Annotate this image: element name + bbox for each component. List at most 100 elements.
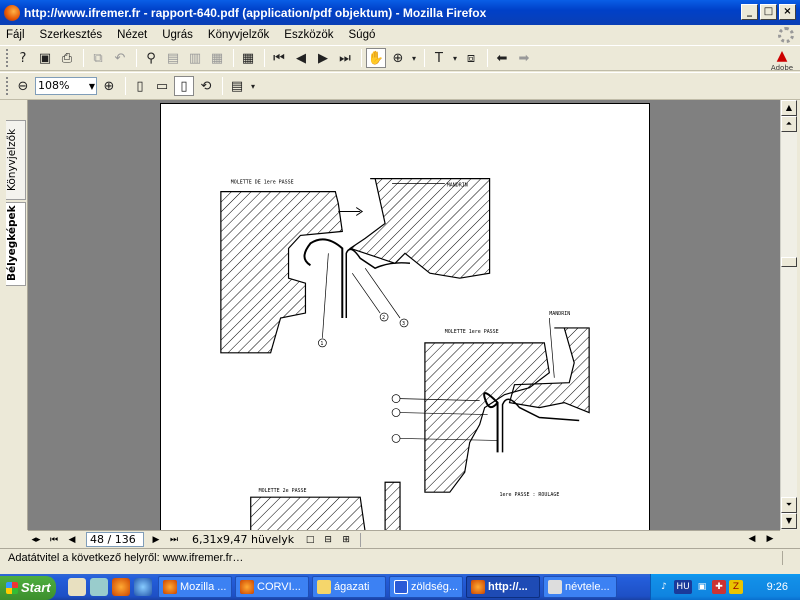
toolbar-grip[interactable] bbox=[6, 77, 9, 95]
volume-icon[interactable]: ♪ bbox=[661, 582, 667, 592]
scroll-page-down-icon[interactable]: ⏷ bbox=[781, 497, 797, 513]
taskbar-item[interactable]: névtele... bbox=[543, 576, 617, 598]
back-icon[interactable]: ⬅ bbox=[496, 50, 508, 66]
horizontal-scroll[interactable]: ◀ ▶ bbox=[744, 532, 780, 546]
zoom-in-icon[interactable]: ⊕ bbox=[103, 78, 115, 94]
network-icon[interactable] bbox=[90, 578, 108, 596]
first-page-icon[interactable]: ⏮ bbox=[273, 50, 285, 66]
vertical-scrollbar[interactable]: ▲ ⏶ ⏷ ▼ bbox=[780, 100, 797, 530]
tab-thumbnails[interactable]: Bélyegképek bbox=[6, 202, 26, 286]
hand-tool-icon[interactable]: ✋ bbox=[366, 48, 386, 68]
internet-explorer-icon[interactable] bbox=[134, 578, 152, 596]
scroll-page-up-icon[interactable]: ⏶ bbox=[781, 116, 797, 132]
zonealarm-icon[interactable]: Z bbox=[729, 580, 743, 594]
taskbar-item-label: Mozilla ... bbox=[180, 581, 227, 593]
undo-icon[interactable]: ↶ bbox=[114, 50, 126, 66]
taskbar-item[interactable]: zöldség... bbox=[389, 576, 463, 598]
scroll-down-icon[interactable]: ▼ bbox=[781, 513, 797, 529]
clock[interactable]: 9:26 bbox=[766, 581, 788, 593]
last-page-icon[interactable]: ⏭ bbox=[339, 50, 351, 66]
label-molette-1re-passe: MOLETTE DE 1ere PASSE bbox=[231, 180, 294, 186]
prev-page-icon[interactable]: ◀ bbox=[68, 534, 76, 545]
copy-icon[interactable]: ⧉ bbox=[93, 50, 103, 66]
toolbar-separator bbox=[487, 49, 488, 67]
last-page-icon[interactable]: ⏭ bbox=[169, 534, 179, 545]
show-desktop-icon[interactable] bbox=[68, 578, 86, 596]
zoom-input[interactable]: 108% ▼ bbox=[35, 77, 97, 95]
toolbar-separator bbox=[264, 49, 265, 67]
maximize-button[interactable]: □ bbox=[760, 4, 777, 20]
chevron-down-icon[interactable]: ▾ bbox=[411, 53, 416, 63]
document-viewport[interactable]: MOLETTE DE 1ere PASSE MANDRIN MANDRIN MO… bbox=[28, 100, 780, 530]
taskbar-item-label: névtele... bbox=[565, 581, 610, 593]
menu-go[interactable]: Ugrás bbox=[162, 29, 193, 41]
print-icon[interactable]: ⎙ bbox=[61, 50, 73, 66]
toolbar-grip[interactable] bbox=[6, 49, 9, 67]
facing-icon[interactable]: ⊞ bbox=[342, 534, 350, 545]
resize-grip-icon[interactable] bbox=[782, 551, 796, 565]
start-button[interactable]: Start bbox=[0, 575, 56, 600]
zoom-out-icon[interactable]: ⊖ bbox=[17, 78, 29, 94]
scrollbar-thumb[interactable] bbox=[781, 257, 797, 267]
pages-icon[interactable]: ▥ bbox=[188, 50, 202, 66]
taskbar-item[interactable]: CORVI... bbox=[235, 576, 309, 598]
prev-page-icon[interactable]: ◀ bbox=[296, 50, 306, 66]
language-indicator[interactable]: HU bbox=[674, 580, 692, 594]
continuous-icon[interactable]: ⊟ bbox=[324, 534, 332, 545]
menu-tools[interactable]: Eszközök bbox=[284, 29, 334, 41]
chevron-down-icon[interactable]: ▾ bbox=[250, 81, 255, 91]
antivirus-icon[interactable]: ✚ bbox=[712, 580, 726, 594]
taskbar-item[interactable]: ágazati bbox=[312, 576, 386, 598]
tab-bookmarks[interactable]: Könyvjelzők bbox=[6, 120, 26, 200]
menu-bookmarks[interactable]: Könyvjelzők bbox=[207, 29, 270, 41]
first-page-icon[interactable]: ⏮ bbox=[49, 534, 59, 545]
monitor-icon[interactable]: ▣ bbox=[697, 582, 707, 592]
fit-page-icon[interactable]: ▭ bbox=[155, 78, 169, 94]
page-layout-icon[interactable]: ▤ bbox=[230, 78, 244, 94]
pdf-toolbar-main: ? ▣ ⎙ ⧉ ↶ ⚲ ▤ ▥ ▦ ▦ ⏮ ◀ ▶ ⏭ ✋ ⊕ ▾ T ▾ ⧈ … bbox=[0, 45, 800, 71]
actual-size-icon[interactable]: ▯ bbox=[136, 78, 144, 94]
taskbar-item-label: CORVI... bbox=[257, 581, 301, 593]
toolbar-separator bbox=[361, 49, 362, 67]
panel-icon[interactable]: ▦ bbox=[241, 50, 255, 66]
forward-icon[interactable]: ➡ bbox=[518, 50, 530, 66]
label-molette-1re-passe-right: MOLETTE 1ere PASSE bbox=[445, 329, 499, 335]
chevron-down-icon[interactable]: ▾ bbox=[452, 53, 457, 63]
page-number-input[interactable]: 48 / 136 bbox=[86, 532, 144, 547]
scroll-left-icon[interactable]: ◀ bbox=[748, 534, 756, 544]
fit-width-icon[interactable]: ▯ bbox=[174, 76, 194, 96]
title-bar[interactable]: http://www.ifremer.fr - rapport-640.pdf … bbox=[0, 0, 800, 25]
close-button[interactable]: × bbox=[779, 4, 796, 20]
label-molette-2e-passe: MOLETTE 2e PASSE bbox=[259, 488, 307, 494]
save-icon[interactable]: ▣ bbox=[38, 50, 52, 66]
text-select-icon[interactable]: T bbox=[435, 50, 443, 66]
menu-file[interactable]: Fájl bbox=[6, 29, 25, 41]
zoom-tool-icon[interactable]: ⊕ bbox=[392, 50, 404, 66]
help-icon[interactable]: ? bbox=[19, 50, 27, 66]
firefox-icon[interactable] bbox=[112, 578, 130, 596]
minimize-button[interactable]: _ bbox=[741, 4, 758, 20]
firefox-icon bbox=[240, 580, 254, 594]
start-label: Start bbox=[21, 580, 51, 595]
split-icon[interactable]: ◂▸ bbox=[31, 534, 41, 545]
single-page-icon[interactable]: □ bbox=[305, 534, 315, 545]
next-page-icon[interactable]: ▶ bbox=[152, 534, 160, 545]
snapshot-icon[interactable]: ⧈ bbox=[466, 50, 476, 66]
label-roulage: 1ere PASSE : ROULAGE bbox=[500, 492, 560, 498]
menu-edit[interactable]: Szerkesztés bbox=[39, 29, 103, 41]
chevron-down-icon[interactable]: ▼ bbox=[88, 82, 95, 91]
export-icon[interactable]: ▦ bbox=[210, 50, 224, 66]
taskbar-item[interactable]: Mozilla ... bbox=[158, 576, 232, 598]
pdf-toolbar-zoom: ⊖ 108% ▼ ⊕ ▯ ▭ ▯ ⟲ ▤ ▾ bbox=[0, 72, 800, 100]
menu-view[interactable]: Nézet bbox=[117, 29, 148, 41]
find-icon[interactable]: ⚲ bbox=[146, 50, 156, 66]
toolbar-separator bbox=[125, 77, 126, 95]
scroll-up-icon[interactable]: ▲ bbox=[781, 100, 797, 116]
pdf-page: MOLETTE DE 1ere PASSE MANDRIN MANDRIN MO… bbox=[160, 103, 650, 530]
taskbar-item-active[interactable]: http://... bbox=[466, 576, 540, 598]
document-icon[interactable]: ▤ bbox=[166, 50, 180, 66]
next-page-icon[interactable]: ▶ bbox=[318, 50, 328, 66]
scroll-right-icon[interactable]: ▶ bbox=[766, 534, 774, 544]
rotate-icon[interactable]: ⟲ bbox=[200, 78, 212, 94]
menu-help[interactable]: Súgó bbox=[348, 29, 376, 41]
